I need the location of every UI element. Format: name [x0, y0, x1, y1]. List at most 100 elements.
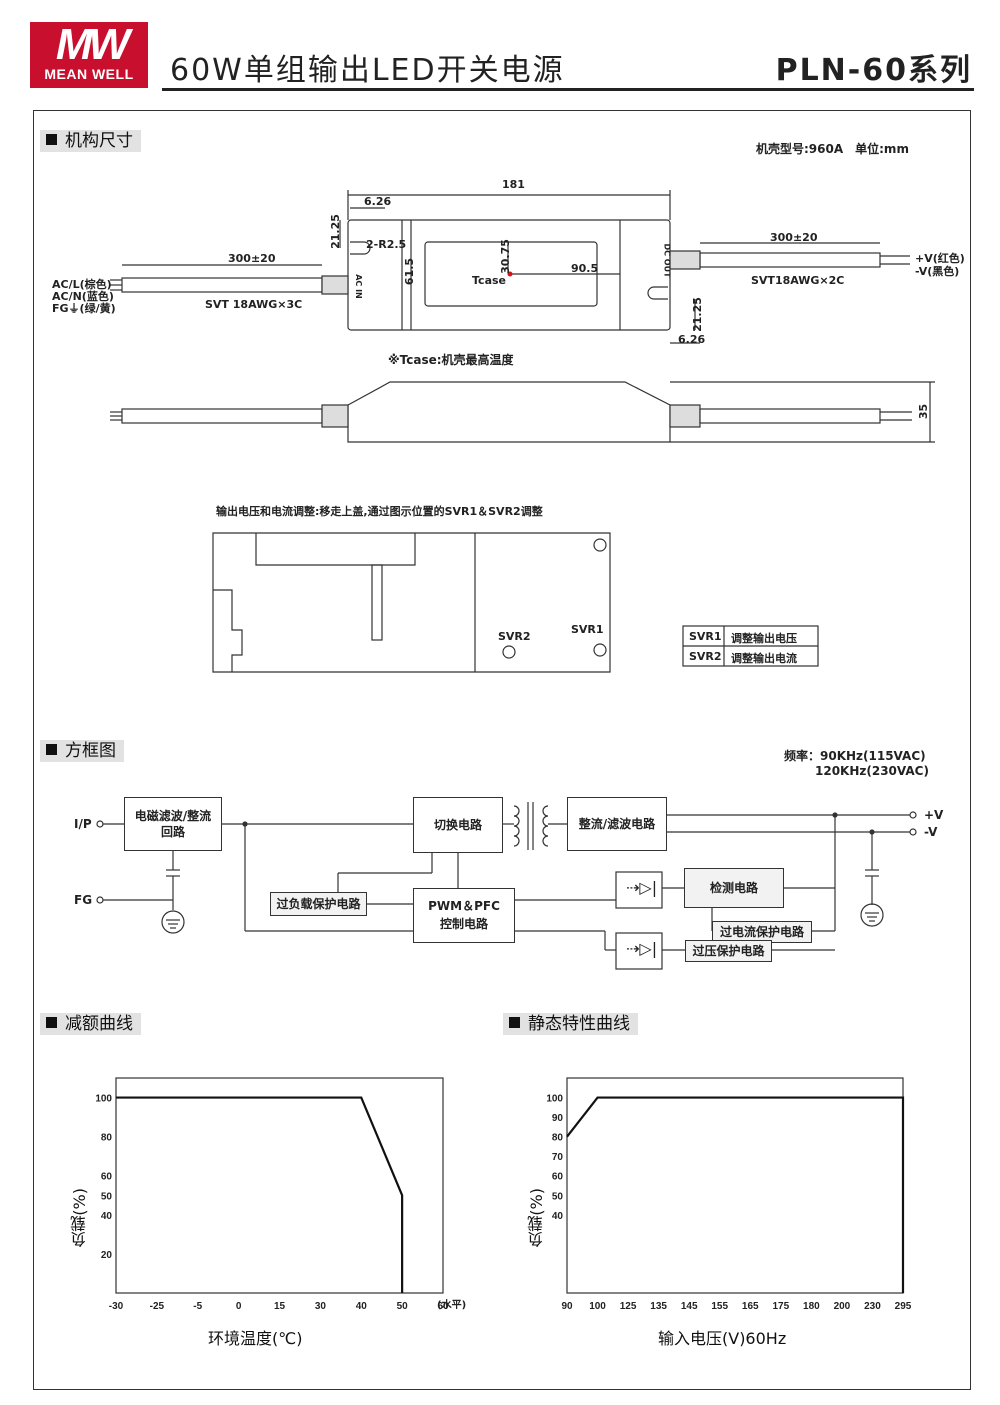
derating-x-tick: -30	[109, 1301, 124, 1312]
derating-x-tick: 50	[397, 1301, 409, 1312]
block-pwm: PWM＆PFC 控制电路	[413, 888, 515, 943]
block-rectifier: 整流/滤波电路	[567, 797, 667, 851]
section-title-mechanical: 机构尺寸	[65, 131, 133, 151]
adjust-note: 输出电压和电流调整:移走上盖,通过图示位置的SVR1＆SVR2调整	[216, 505, 543, 518]
optocoupler-2-icon: ⇢▷|	[626, 939, 658, 958]
tcase-note: ※Tcase:机壳最高温度	[388, 353, 514, 367]
static-y-tick: 40	[552, 1211, 564, 1222]
static-x-tick: 200	[834, 1301, 851, 1312]
label-acn: AC/N(蓝色)	[52, 290, 114, 303]
case-info: 机壳型号:960A 单位:mm	[756, 142, 909, 156]
derating-x-note: (水平)	[437, 1300, 467, 1311]
derating-plot-frame	[115, 1077, 444, 1294]
block-detect: 检测电路	[684, 868, 784, 908]
static-y-tick: 90	[552, 1113, 564, 1124]
static-plot-frame	[566, 1077, 904, 1294]
derating-y-tick: 80	[101, 1133, 113, 1144]
vminus-terminal-label: -V	[924, 825, 938, 839]
static-x-tick: 155	[711, 1301, 728, 1312]
vplus-terminal-label: +V	[924, 808, 944, 822]
static-y-tick: 70	[552, 1152, 564, 1163]
series-title: PLN-60系列	[775, 53, 972, 88]
block-olp: 过负载保护电路	[270, 892, 367, 916]
label-svt-out: SVT18AWG×2C	[751, 274, 845, 287]
content-frame	[33, 110, 971, 1390]
label-fg: FG⏚(绿/黄)	[52, 302, 116, 315]
brand-logo	[30, 22, 148, 88]
logo-text: MEAN WELL	[44, 66, 134, 82]
derating-y-tick: 100	[95, 1094, 112, 1105]
ip-label: I/P	[74, 817, 92, 831]
dim-r25: 2-R2.5	[366, 238, 407, 251]
freq-line-2: 120KHz(230VAC)	[815, 764, 929, 778]
svr-table-name-2: SVR2	[689, 650, 722, 663]
static-y-tick: 80	[552, 1133, 564, 1144]
derating-y-tick: 40	[101, 1211, 113, 1222]
derating-x-tick: 0	[236, 1301, 242, 1312]
static-x-tick: 135	[650, 1301, 667, 1312]
section-block-diagram: 方框图	[40, 740, 124, 762]
label-svt-in: SVT 18AWG×3C	[205, 298, 303, 311]
svr-table-desc-1: 调整输出电压	[731, 632, 797, 645]
static-x-tick: 100	[589, 1301, 606, 1312]
svr-table-name-1: SVR1	[689, 630, 722, 643]
title-divider	[162, 88, 974, 91]
svr-table-desc-2: 调整输出电流	[731, 652, 797, 665]
logo-mark: MW	[55, 20, 130, 69]
dim-length: 181	[502, 178, 525, 191]
static-x-tick: 230	[864, 1301, 881, 1312]
static-xlabel: 输入电压(V)60Hz	[658, 1329, 787, 1348]
section-title-block: 方框图	[65, 741, 116, 761]
static-ylabel: 负载(%)	[527, 1188, 546, 1248]
block-emi: 电磁滤波/整流 回路	[124, 797, 222, 851]
static-x-tick: 125	[620, 1301, 637, 1312]
static-x-tick: 145	[681, 1301, 698, 1312]
section-static: 静态特性曲线	[503, 1013, 638, 1035]
dim-cable-in: 300±20	[228, 252, 276, 265]
section-title-derating: 减额曲线	[65, 1014, 133, 1034]
derating-x-tick: -25	[150, 1301, 165, 1312]
derating-xlabel: 环境温度(℃)	[208, 1329, 303, 1348]
derating-x-tick: 60	[437, 1301, 449, 1312]
optocoupler-1-icon: ⇢▷|	[626, 878, 658, 897]
svr1-position-label: SVR1	[571, 623, 604, 636]
svr2-position-label: SVR2	[498, 630, 531, 643]
derating-ylabel: 负载(%)	[70, 1188, 89, 1248]
derating-x-tick: 30	[315, 1301, 327, 1312]
label-vminus: -V(黑色)	[915, 265, 960, 278]
page-title: 60W单组输出LED开关电源	[170, 53, 565, 88]
derating-y-tick: 60	[101, 1172, 113, 1183]
dim-626-bottom: 6.26	[678, 333, 706, 346]
static-y-tick: 60	[552, 1172, 564, 1183]
section-derating: 减额曲线	[40, 1013, 141, 1035]
derating-x-tick: -5	[193, 1301, 202, 1312]
block-switching: 切换电路	[413, 797, 503, 853]
block-ocp: 过电流保护电路	[712, 921, 812, 943]
section-title-static: 静态特性曲线	[528, 1014, 630, 1034]
derating-curve	[116, 1096, 404, 1293]
static-x-tick: 180	[803, 1301, 820, 1312]
tcase-label: Tcase	[472, 274, 506, 287]
freq-line-1: 频率：90KHz(115VAC)	[784, 749, 926, 763]
static-x-tick: 295	[895, 1301, 912, 1312]
section-mechanical: 机构尺寸	[40, 130, 141, 152]
fg-label: FG	[74, 893, 93, 907]
derating-x-tick: 40	[356, 1301, 368, 1312]
dim-626-top: 6.26	[364, 195, 392, 208]
dim-cable-out: 300±20	[770, 231, 818, 244]
derating-y-tick: 50	[101, 1191, 113, 1202]
label-vplus: +V(红色)	[915, 252, 965, 265]
block-ovp: 过压保护电路	[685, 940, 772, 962]
label-acl: AC/L(棕色)	[52, 278, 112, 291]
static-y-tick: 100	[546, 1094, 563, 1105]
static-curve	[566, 1096, 905, 1293]
static-x-tick: 90	[561, 1301, 573, 1312]
derating-x-tick: 15	[274, 1301, 286, 1312]
static-x-tick: 175	[772, 1301, 789, 1312]
derating-y-tick: 20	[101, 1250, 113, 1261]
static-y-tick: 50	[552, 1191, 564, 1202]
